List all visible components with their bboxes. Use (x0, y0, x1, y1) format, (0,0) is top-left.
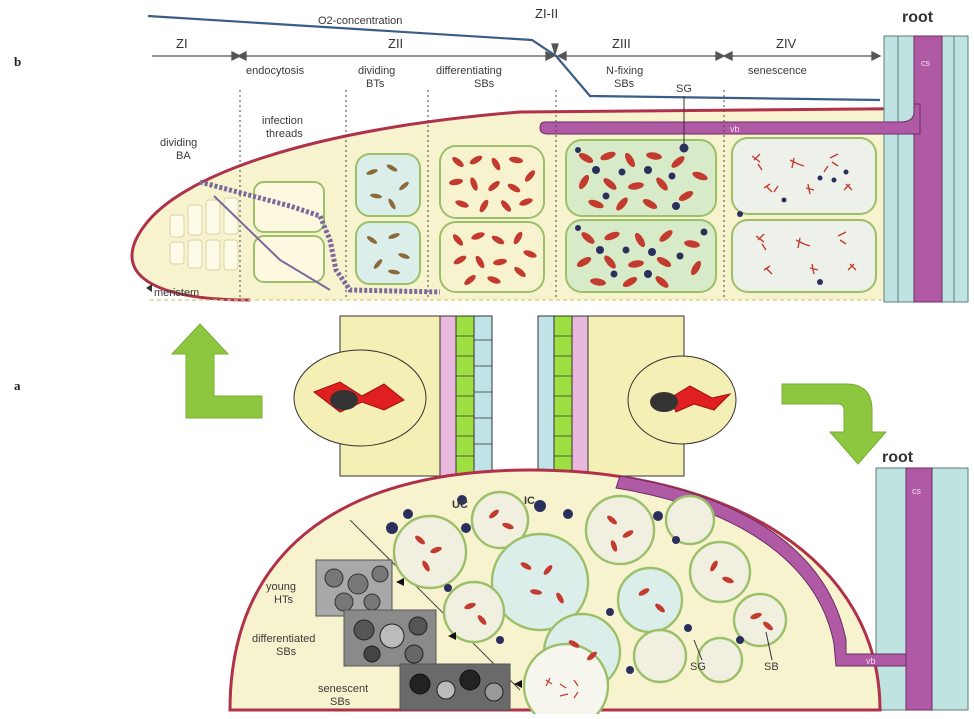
zone-1-2-name: ZI-II (535, 6, 558, 21)
subzone-dividing-2: BTs (366, 78, 385, 90)
infection-label-2: threads (266, 128, 303, 140)
panel-a-label: a (14, 378, 21, 393)
zone-3-process-1: N-fixing (606, 65, 643, 77)
green-arrow-up (172, 324, 262, 418)
cs-label-bottom: cs (912, 486, 922, 496)
root-section-right (538, 316, 736, 476)
subzone-diff-1: differentiating (436, 65, 502, 77)
o2-label: O2-concentration (318, 15, 402, 27)
zone-4-name: ZIV (776, 36, 797, 51)
micrograph-young-hts (316, 560, 404, 616)
o2-concentration-line (148, 16, 880, 100)
root-label-top: root (902, 9, 934, 26)
cs-label: cs (921, 58, 931, 68)
vb-label: vb (730, 124, 740, 134)
sg-label-top: SG (676, 83, 692, 95)
ic-label: IC (524, 495, 535, 507)
green-arrow-down (782, 384, 886, 464)
dividing-ba-label-1: dividing (160, 137, 197, 149)
central-stele-bottom (906, 468, 932, 710)
root-section-left (294, 316, 492, 476)
diff-label-1: differentiated (252, 633, 315, 645)
zone-2-process: endocytosis (246, 65, 305, 77)
zone-1-name: ZI (176, 36, 188, 51)
uc-label: UC (452, 499, 468, 511)
sen-label-2: SBs (330, 696, 351, 708)
young-label-2: HTs (274, 594, 293, 606)
root-label-bottom: root (882, 449, 914, 466)
central-stele (914, 36, 942, 302)
sen-label-1: senescent (318, 683, 368, 695)
zone-arrows (152, 44, 880, 60)
panel-b-label: b (14, 54, 21, 69)
dividing-ba-label-2: BA (176, 150, 191, 162)
meristem-label: meristem (154, 287, 199, 299)
zone-3-process-2: SBs (614, 78, 635, 90)
infection-label-1: infection (262, 115, 303, 127)
zone-2-name: ZII (388, 36, 403, 51)
sg-label-bottom: SG (690, 661, 706, 673)
young-label-1: young (266, 581, 296, 593)
sb-label-bottom: SB (764, 661, 779, 673)
diff-label-2: SBs (276, 646, 297, 658)
zone-3-name: ZIII (612, 36, 631, 51)
zone-4-process: senescence (748, 65, 807, 77)
vb-label-bottom: vb (866, 656, 876, 666)
subzone-dividing-1: dividing (358, 65, 395, 77)
micrograph-senescent-sbs (400, 664, 522, 710)
subzone-diff-2: SBs (474, 78, 495, 90)
